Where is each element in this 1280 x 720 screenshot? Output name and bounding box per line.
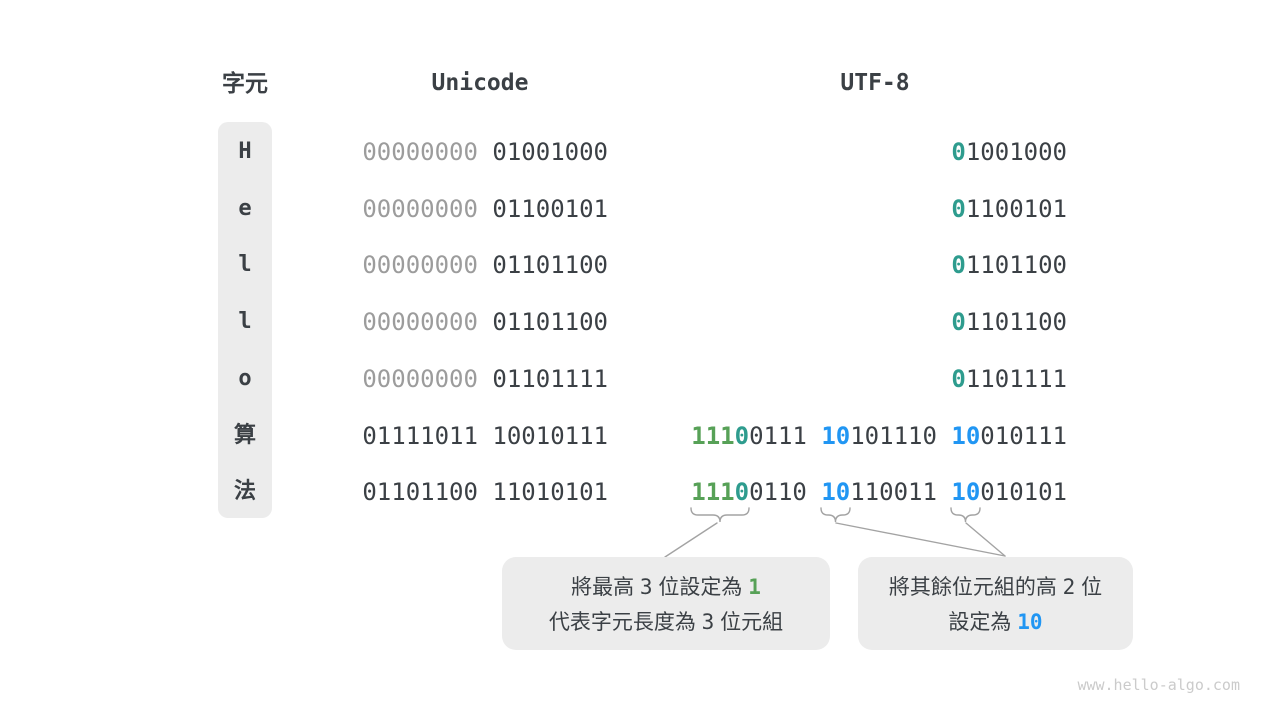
- binary-segment: 00000000: [362, 251, 478, 279]
- brace-under-10-first: [820, 507, 851, 523]
- callout-segment: 位: [1075, 576, 1103, 599]
- binary-segment: 110011: [850, 478, 937, 506]
- unicode-binary: 01111011 10010111: [300, 420, 608, 452]
- character-label: e: [238, 196, 252, 221]
- callout-line: 設定為 10: [858, 605, 1133, 640]
- callout-segment: 3: [701, 610, 715, 634]
- callout-continuation-bits: 將其餘位元組的高 2 位設定為 10: [858, 557, 1133, 650]
- binary-segment: 00000000: [362, 195, 478, 223]
- binary-segment: 00000000: [362, 138, 478, 166]
- utf8-binary: 11100111 10101110 10010111: [647, 420, 1067, 452]
- character-label: l: [238, 309, 252, 334]
- utf8-binary: 01101100: [647, 249, 1067, 281]
- binary-segment: 010111: [980, 422, 1067, 450]
- character-label: H: [238, 139, 252, 164]
- binary-segment: 111: [691, 422, 735, 450]
- binary-segment: 00000000: [362, 365, 478, 393]
- callout-line: 代表字元長度為 3 位元組: [502, 605, 830, 640]
- binary-segment: 0: [951, 308, 966, 336]
- watermark: www.hello-algo.com: [1077, 676, 1240, 694]
- binary-segment: 0: [734, 478, 750, 506]
- binary-segment: 0: [734, 422, 750, 450]
- unicode-binary: 00000000 01101100: [300, 306, 608, 338]
- callout-segment: 設定為: [948, 611, 1018, 634]
- binary-segment: 00000000: [362, 308, 478, 336]
- character-label: 算: [233, 423, 256, 448]
- utf8-binary: 01101100: [647, 306, 1067, 338]
- binary-segment: 0111: [749, 422, 807, 450]
- connector-line-left: [664, 522, 718, 558]
- binary-segment: 01101100: [492, 308, 608, 336]
- binary-segment: 10: [951, 478, 981, 506]
- callout-line: 將其餘位元組的高 2 位: [858, 570, 1133, 605]
- callout-segment: 將其餘位元組的高: [888, 576, 1063, 599]
- binary-segment: 1101111: [965, 365, 1067, 393]
- callout-segment: 1: [748, 575, 761, 599]
- binary-segment: 1100101: [965, 195, 1067, 223]
- binary-segment: 1101100: [965, 251, 1067, 279]
- column-header-char: 字元: [222, 70, 268, 96]
- binary-segment: 01101100: [492, 251, 608, 279]
- column-header-unicode: Unicode: [431, 70, 529, 96]
- unicode-binary: 00000000 01100101: [300, 193, 608, 225]
- callout-segment: 2: [1062, 575, 1076, 599]
- binary-segment: 111: [691, 478, 735, 506]
- binary-segment: 1101100: [965, 308, 1067, 336]
- binary-segment: 010101: [980, 478, 1067, 506]
- utf8-binary: 01100101: [647, 193, 1067, 225]
- utf8-binary: 01001000: [647, 136, 1067, 168]
- character-column-background: [218, 122, 272, 518]
- binary-segment: 0: [951, 251, 966, 279]
- callout-segment: 代表字元長度為: [548, 611, 702, 634]
- unicode-binary: 00000000 01001000: [300, 136, 608, 168]
- binary-segment: 1001000: [965, 138, 1067, 166]
- character-label: o: [238, 366, 252, 391]
- callout-segment: 10: [1017, 610, 1043, 634]
- binary-segment: 01100101: [492, 195, 608, 223]
- callout-segment: 3: [639, 575, 653, 599]
- brace-under-1110: [690, 507, 750, 523]
- binary-segment: 0: [951, 365, 966, 393]
- binary-segment: 01101111: [492, 365, 608, 393]
- binary-segment: 01111011: [362, 422, 478, 450]
- unicode-binary: 00000000 01101111: [300, 363, 608, 395]
- binary-segment: 0: [951, 138, 966, 166]
- unicode-binary: 01101100 11010101: [300, 476, 608, 508]
- character-label: 法: [233, 479, 256, 504]
- utf8-binary: 11100110 10110011 10010101: [647, 476, 1067, 508]
- column-header-utf8: UTF-8: [840, 70, 910, 96]
- binary-segment: 11010101: [492, 478, 608, 506]
- binary-segment: 10: [821, 478, 851, 506]
- binary-segment: 10010111: [492, 422, 608, 450]
- binary-segment: 0110: [749, 478, 807, 506]
- connector-line-right-b: [965, 522, 1006, 557]
- binary-segment: 01101100: [362, 478, 478, 506]
- binary-segment: 01001000: [492, 138, 608, 166]
- callout-segment: 位元組: [714, 611, 784, 634]
- binary-segment: 10: [821, 422, 851, 450]
- callout-segment: 將最高: [571, 576, 640, 599]
- binary-segment: 0: [951, 195, 966, 223]
- binary-segment: 101110: [850, 422, 937, 450]
- utf8-binary: 01101111: [647, 363, 1067, 395]
- callout-line: 將最高 3 位設定為 1: [502, 570, 830, 605]
- unicode-binary: 00000000 01101100: [300, 249, 608, 281]
- callout-segment: 位設定為: [652, 576, 749, 599]
- brace-under-10-second: [950, 507, 981, 523]
- binary-segment: 10: [951, 422, 981, 450]
- character-label: l: [238, 252, 252, 277]
- connector-line-right-a: [835, 522, 1006, 557]
